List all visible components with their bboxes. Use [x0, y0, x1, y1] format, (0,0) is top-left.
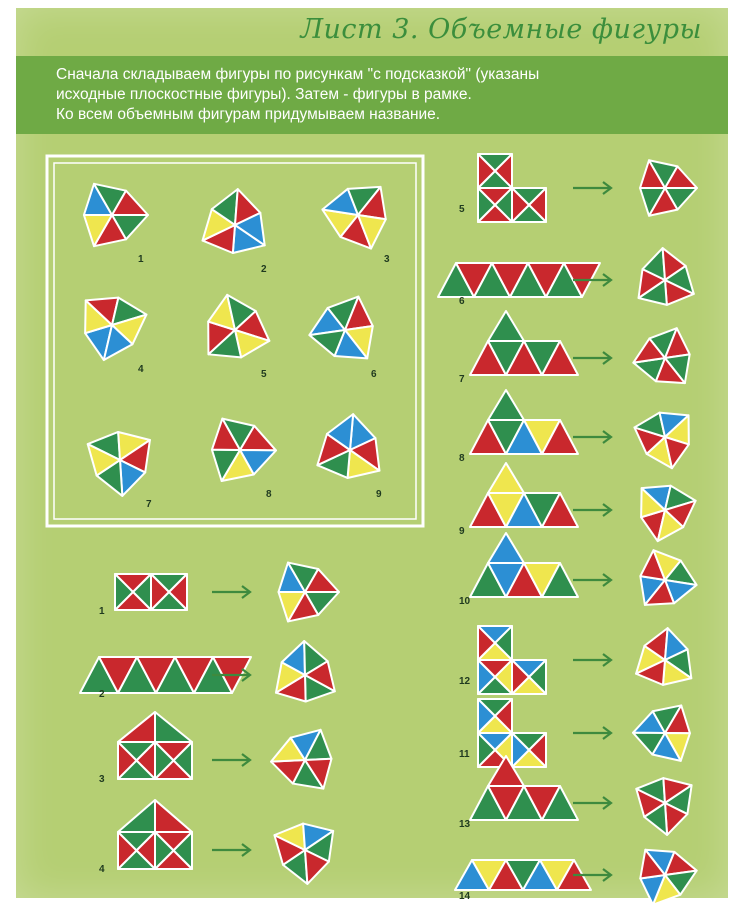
figure-number: 12	[459, 676, 471, 687]
triangle-piece	[155, 800, 192, 832]
right-task-2: 6	[438, 248, 694, 307]
figure-number: 13	[459, 819, 471, 830]
frame-figure-8: 8	[212, 419, 276, 500]
frame-figure-2: 2	[203, 189, 267, 275]
figure-number: 9	[459, 526, 465, 537]
right-task-5: 9	[459, 463, 696, 541]
figure-number: 6	[371, 369, 377, 380]
frame-figure-5: 5	[208, 295, 269, 380]
figure-number: 2	[99, 689, 105, 700]
figure-number: 3	[99, 774, 105, 785]
triangle-piece	[488, 463, 524, 493]
left-task-2: 2	[80, 641, 335, 702]
right-task-7: 12	[459, 626, 691, 694]
frame-figure-9: 9	[317, 414, 382, 500]
figure-number: 4	[99, 864, 105, 875]
triangle-piece	[118, 712, 155, 742]
left-task-4: 4	[99, 800, 333, 884]
figure-number: 6	[459, 296, 465, 307]
frame-figure-7: 7	[88, 432, 152, 510]
triangle-piece	[488, 533, 524, 563]
figure-number: 8	[459, 453, 465, 464]
frame-figure-1: 1	[84, 184, 148, 265]
triangle-piece	[488, 311, 524, 341]
figure-number: 9	[376, 489, 382, 500]
right-task-6: 10	[459, 533, 697, 607]
figure-number: 1	[138, 254, 144, 265]
right-task-3: 7	[459, 311, 690, 385]
figure-number: 10	[459, 596, 471, 607]
frame-figures: 1 2 3 4 5 6 7 8 9	[84, 184, 390, 510]
right-task-8: 11	[459, 699, 690, 767]
left-task-1: 1	[99, 563, 339, 622]
figure-number: 14	[459, 891, 471, 902]
figure-number: 7	[459, 374, 465, 385]
figure-number: 11	[459, 749, 470, 760]
figure-number: 8	[266, 489, 272, 500]
figure-number: 7	[146, 499, 152, 510]
right-task-1: 5	[459, 154, 697, 222]
figure-number: 5	[459, 204, 465, 215]
figure-number: 1	[99, 606, 105, 617]
triangle-piece	[488, 390, 524, 420]
figure-number: 4	[138, 364, 144, 375]
left-task-3: 3	[99, 712, 331, 789]
frame-figure-6: 6	[309, 297, 377, 380]
right-task-4: 8	[459, 390, 689, 468]
right-tasks: 5 6 7 8 9 10 12 11 13 14	[438, 154, 697, 905]
left-tasks: 1 2 3 4	[80, 563, 339, 884]
right-task-10: 14	[455, 850, 697, 905]
figure-number: 3	[384, 254, 390, 265]
frame-figure-3: 3	[322, 187, 390, 265]
figure-number: 5	[261, 369, 267, 380]
figure-number: 2	[261, 264, 267, 275]
frame-figure-4: 4	[85, 298, 146, 375]
